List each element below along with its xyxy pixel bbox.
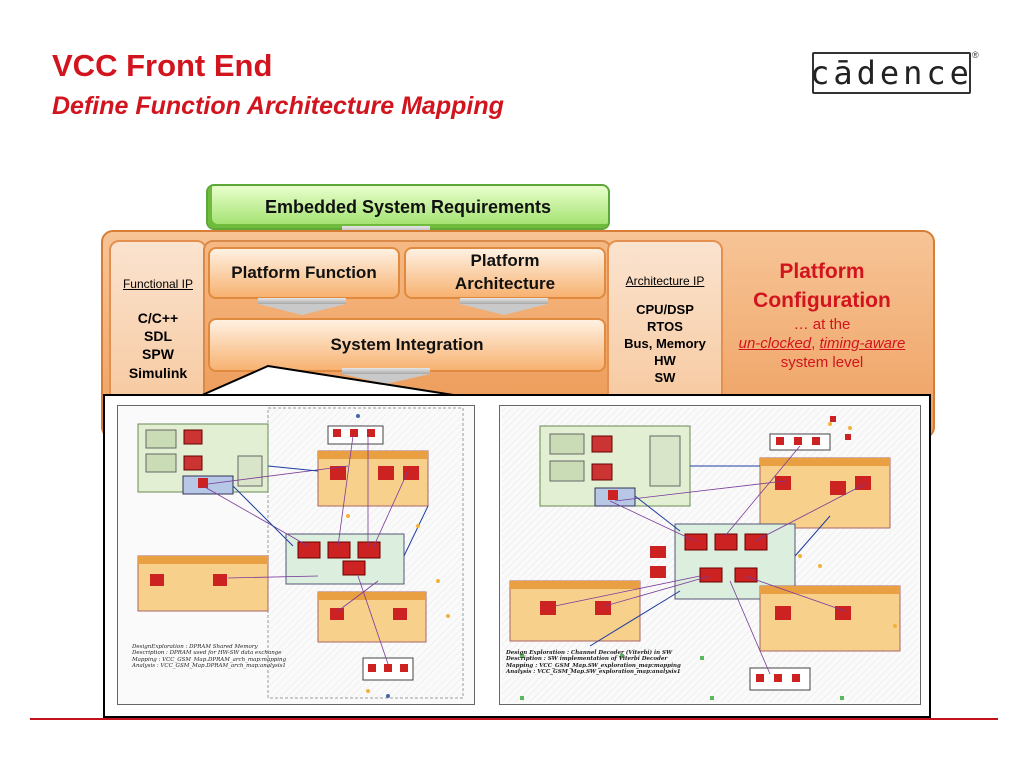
- page-title: VCC Front End: [52, 48, 273, 83]
- requirements-label: Embedded System Requirements: [264, 196, 552, 217]
- functional-ip-item: Simulink: [128, 364, 188, 381]
- note-line: Analysis : VCC_GSM_Map.SW_exploration_ma…: [506, 668, 681, 675]
- left-design-notes: DesignExploration : DPRAM Shared Memory …: [132, 644, 302, 669]
- system-integration-label: System Integration: [330, 334, 484, 354]
- functional-ip-item: SPW: [142, 346, 174, 363]
- platform-configuration-heading: Platform Configuration: [753, 260, 891, 312]
- platform-function-box: Platform Function: [208, 247, 400, 299]
- footer-divider: [30, 718, 998, 720]
- funnel-arrow-left: [258, 298, 346, 315]
- cadence-logo: cādence: [810, 52, 973, 94]
- note-line: Mapping : VCC_GSM_Map.SW_exploration_map…: [506, 662, 681, 669]
- platform-configuration-prefix: … at the: [793, 315, 851, 333]
- architecture-ip-heading: Architecture IP: [625, 274, 705, 288]
- note-line: DesignExploration : DPRAM Shared Memory: [132, 644, 258, 650]
- timing-aware-label: timing-aware: [819, 334, 906, 352]
- note-line: Mapping : VCC_GSM_Map.DPRAM_arch_map:map…: [132, 656, 287, 663]
- modes-separator: ,: [811, 334, 816, 352]
- platform-configuration-modes: un-clocked, timing-aware: [722, 334, 922, 354]
- architecture-ip-item: CPU/DSP: [636, 302, 694, 317]
- functional-ip-heading: Functional IP: [122, 277, 194, 291]
- platform-architecture-label: Platform Architecture: [454, 251, 556, 293]
- right-design-notes: Design Exploration : Channel Decoder (Vi…: [506, 650, 706, 675]
- system-integration-box: System Integration: [208, 318, 606, 372]
- platform-configuration-suffix: system level: [780, 354, 864, 372]
- architecture-ip-list: CPU/DSP RTOS Bus, Memory HW SW: [609, 302, 721, 386]
- functional-ip-item: C/C++: [137, 310, 179, 326]
- funnel-arrow-bottom: [342, 368, 430, 384]
- architecture-ip-item: RTOS: [647, 318, 683, 334]
- architecture-ip-item: SW: [654, 369, 676, 385]
- architecture-ip-item: Bus, Memory: [624, 335, 706, 351]
- left-diagram-graphic: [137, 407, 464, 699]
- platform-configuration: Platform Configuration … at the un-clock…: [722, 258, 922, 373]
- requirements-box: Embedded System Requirements: [206, 184, 610, 230]
- note-line: Description : DPRAM used for HW-SW data …: [132, 650, 282, 657]
- left-mapping-diagram: DesignExploration : DPRAM Shared Memory …: [117, 405, 475, 705]
- functional-ip-item: SDL: [144, 328, 172, 345]
- functional-ip-list: C/C++ SDL SPW Simulink: [111, 309, 205, 382]
- note-line: Analysis : VCC_GSM_Map.DPRAM_arch_map:an…: [132, 662, 286, 669]
- note-line: Design Exploration : Channel Decoder (Vi…: [506, 650, 673, 656]
- architecture-ip-item: HW: [654, 352, 676, 368]
- note-line: Description : SW implementation of Viter…: [506, 656, 668, 663]
- platform-function-label: Platform Function: [231, 262, 377, 282]
- tool-screenshots: DesignExploration : DPRAM Shared Memory …: [103, 394, 931, 718]
- platform-architecture-box: Platform Architecture: [404, 247, 606, 299]
- right-mapping-diagram: Design Exploration : Channel Decoder (Vi…: [499, 405, 921, 705]
- architecture-ip-tab: Architecture IP CPU/DSP RTOS Bus, Memory…: [607, 240, 723, 424]
- right-diagram-graphic: [502, 408, 918, 702]
- registered-mark: ®: [972, 50, 979, 60]
- funnel-arrow-right: [460, 298, 548, 315]
- page-subtitle: Define Function Architecture Mapping: [52, 92, 504, 120]
- unclocked-label: un-clocked: [738, 334, 812, 352]
